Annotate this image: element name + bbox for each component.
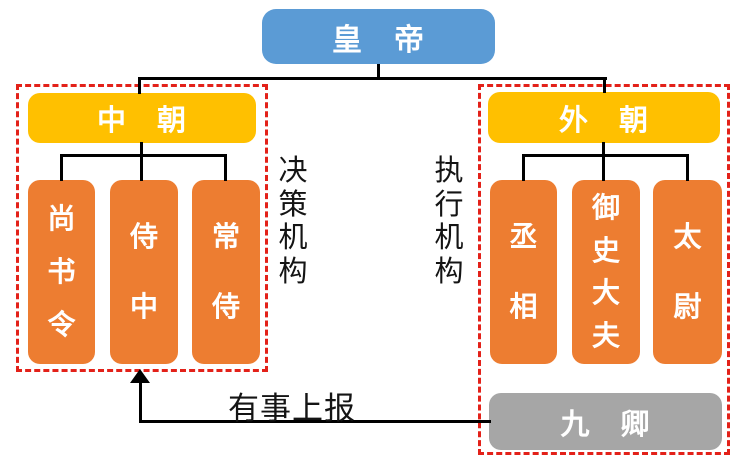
connector-inner-court-stem (140, 142, 143, 156)
inner-court-header: 中 朝 (28, 93, 256, 143)
connector-to-outer-court (603, 77, 606, 93)
arrow-up-icon (130, 369, 150, 383)
member-box-yushidafu: 御史大夫 (572, 180, 640, 364)
decision-body-label: 决策机构 (278, 155, 308, 288)
nine-ministers-box: 九 卿 (489, 393, 722, 450)
executive-body-label: 执行机构 (434, 155, 464, 288)
connector-stub-taiwei (686, 154, 689, 181)
connector-to-inner-court (138, 77, 141, 94)
member-box-shangshuling: 尚书令 (28, 180, 95, 364)
member-box-changshi: 常侍 (192, 180, 260, 364)
outer-court-group: 外 朝 丞相 御史大夫 太尉 九 卿 (478, 84, 730, 455)
member-box-shizhong: 侍中 (110, 180, 178, 364)
connector-stub-shangshuling (60, 154, 63, 181)
emperor-box: 皇 帝 (262, 9, 495, 64)
report-arrow-vertical (139, 380, 142, 423)
outer-court-header: 外 朝 (488, 92, 720, 143)
report-up-label: 有事上报 (228, 391, 356, 426)
connector-stub-shizhong (140, 154, 143, 181)
report-arrow-horizontal (139, 420, 491, 423)
connector-outer-sub-horizontal (522, 154, 689, 157)
member-box-chengxiang: 丞相 (490, 180, 557, 364)
connector-stub-changshi (224, 154, 227, 181)
connector-emperor-stem (377, 63, 380, 78)
connector-stub-chengxiang (522, 154, 525, 181)
connector-inner-sub-horizontal (60, 154, 227, 157)
connector-top-horizontal (138, 77, 607, 80)
inner-court-group: 中 朝 尚书令 侍中 常侍 (16, 84, 268, 372)
connector-stub-yushidafu (602, 154, 605, 181)
connector-outer-court-stem (602, 142, 605, 156)
member-box-taiwei: 太尉 (653, 180, 722, 364)
